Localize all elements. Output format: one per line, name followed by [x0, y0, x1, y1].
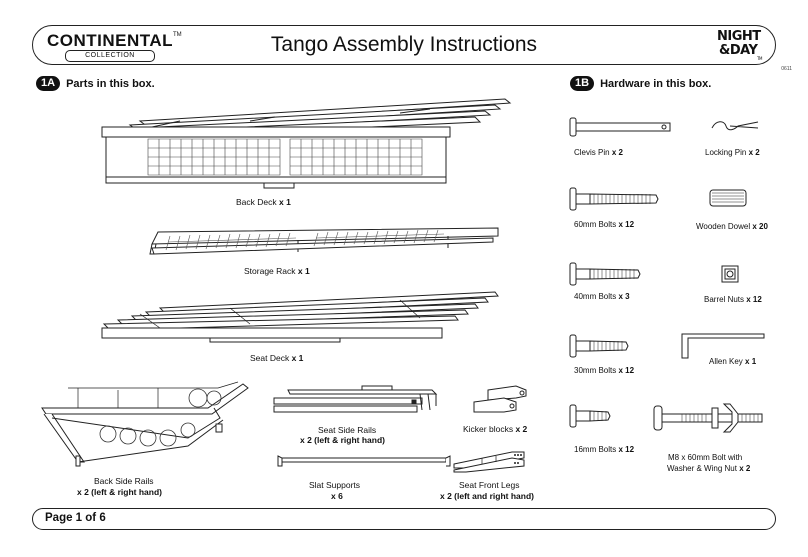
barrel-nuts-illustration	[720, 264, 740, 284]
bolts-16mm-name: 16mm Bolts	[574, 445, 617, 454]
kicker-blocks-qty: x 2	[515, 424, 528, 434]
page-number: Page 1 of 6	[45, 512, 106, 524]
seat-front-legs-illustration	[452, 446, 532, 474]
hardware-section-heading: 1B Hardware in this box.	[570, 76, 711, 91]
m8-bolt-illustration	[652, 400, 768, 436]
allen-key-label: Allen Key x 1	[709, 356, 756, 367]
wooden-dowel-label: Wooden Dowel x 20	[696, 221, 768, 232]
back-deck-qty: x 1	[279, 197, 291, 207]
m8-bolt-name-line1: M8 x 60mm Bolt with	[668, 453, 743, 462]
storage-rack-illustration	[148, 224, 500, 260]
kicker-blocks-illustration	[470, 384, 534, 414]
hardware-heading-text: Hardware in this box.	[600, 77, 712, 90]
back-side-rails-label: Back Side Rails	[94, 476, 154, 487]
seat-front-legs-qty: x 2 (left and right hand)	[440, 491, 534, 501]
back-deck-name: Back Deck	[236, 197, 277, 207]
back-side-rails-qty: x 2 (left & right hand)	[77, 487, 162, 497]
allen-key-illustration	[678, 330, 768, 360]
parts-badge: 1A	[36, 76, 61, 91]
night-and-day-logo: NIGHT &DAY TM	[713, 28, 763, 64]
allen-key-qty: x 1	[745, 357, 757, 366]
storage-rack-qty: x 1	[297, 266, 310, 276]
hardware-badge: 1B	[570, 76, 595, 91]
storage-rack-label: Storage Rack x 1	[244, 266, 310, 277]
logo-line-2: &DAY	[719, 43, 758, 58]
bolts-16mm-qty: x 12	[618, 445, 635, 454]
bolts-40mm-label: 40mm Bolts x 3	[574, 291, 630, 302]
logo-code: 0611	[781, 66, 792, 72]
bolts-60mm-illustration	[568, 186, 660, 212]
locking-pin-name: Locking Pin	[705, 148, 747, 157]
seat-side-rails-illustration	[272, 384, 440, 414]
continental-collection-logo: CONTINENTAL TM COLLECTION	[47, 31, 182, 62]
slat-supports-qty: x 6	[331, 491, 343, 501]
seat-deck-illustration	[100, 288, 500, 350]
bolts-40mm-qty: x 3	[618, 292, 630, 301]
kicker-blocks-name: Kicker blocks	[463, 424, 514, 434]
bolts-16mm-illustration	[568, 404, 612, 428]
seat-side-rails-name: Seat Side Rails	[318, 425, 377, 435]
back-side-rails-name: Back Side Rails	[94, 476, 154, 486]
seat-front-legs-name: Seat Front Legs	[459, 480, 520, 490]
barrel-nuts-name: Barrel Nuts	[704, 295, 745, 304]
slat-supports-illustration	[276, 454, 450, 468]
locking-pin-illustration	[710, 118, 760, 134]
back-deck-illustration	[100, 95, 512, 190]
seat-deck-name: Seat Deck	[250, 353, 290, 363]
bolts-30mm-illustration	[568, 334, 630, 358]
brand-trademark: TM	[173, 32, 182, 38]
logo-trademark: TM	[757, 56, 762, 61]
barrel-nuts-qty: x 12	[746, 295, 762, 304]
allen-key-name: Allen Key	[709, 357, 743, 366]
bolts-60mm-qty: x 12	[618, 220, 635, 229]
bolts-16mm-label: 16mm Bolts x 12	[574, 444, 634, 455]
m8-bolt-name-line2: Washer & Wing Nut	[667, 464, 737, 473]
brand-collection: COLLECTION	[65, 50, 155, 62]
parts-heading-text: Parts in this box.	[66, 77, 155, 90]
brand-name: CONTINENTAL	[47, 31, 174, 50]
parts-section-heading: 1A Parts in this box.	[36, 76, 155, 91]
clevis-pin-name: Clevis Pin	[574, 148, 610, 157]
bolts-30mm-qty: x 12	[618, 366, 635, 375]
bolts-40mm-name: 40mm Bolts	[574, 292, 617, 301]
locking-pin-label: Locking Pin x 2	[705, 147, 760, 158]
clevis-pin-qty: x 2	[611, 148, 623, 157]
bolts-40mm-illustration	[568, 262, 642, 286]
bolts-60mm-name: 60mm Bolts	[574, 220, 617, 229]
storage-rack-name: Storage Rack	[244, 266, 296, 276]
slat-supports-name: Slat Supports	[309, 480, 361, 490]
page-footer: Page 1 of 6	[32, 508, 776, 530]
clevis-pin-illustration	[568, 116, 672, 138]
seat-side-rails-qty: x 2 (left & right hand)	[300, 435, 385, 445]
bolts-60mm-label: 60mm Bolts x 12	[574, 219, 634, 230]
seat-deck-qty: x 1	[291, 353, 304, 363]
seat-deck-label: Seat Deck x 1	[250, 353, 303, 364]
wooden-dowel-qty: x 20	[752, 222, 768, 231]
clevis-pin-label: Clevis Pin x 2	[574, 147, 623, 158]
page-title: Tango Assembly Instructions	[270, 33, 538, 56]
bolts-30mm-name: 30mm Bolts	[574, 366, 617, 375]
bolts-30mm-label: 30mm Bolts x 12	[574, 365, 634, 376]
kicker-blocks-label: Kicker blocks x 2	[463, 424, 527, 435]
wooden-dowel-illustration	[708, 188, 748, 208]
page-header: CONTINENTAL TM COLLECTION Tango Assembly…	[32, 25, 776, 65]
logo-line-1: NIGHT	[717, 29, 761, 44]
m8-bolt-label: Washer & Wing Nut x 2	[667, 463, 750, 474]
wooden-dowel-name: Wooden Dowel	[696, 222, 751, 231]
back-side-rails-illustration	[38, 378, 248, 466]
barrel-nuts-label: Barrel Nuts x 12	[704, 294, 762, 305]
locking-pin-qty: x 2	[748, 148, 760, 157]
back-deck-label: Back Deck x 1	[236, 197, 291, 208]
m8-bolt-qty: x 2	[739, 464, 751, 473]
